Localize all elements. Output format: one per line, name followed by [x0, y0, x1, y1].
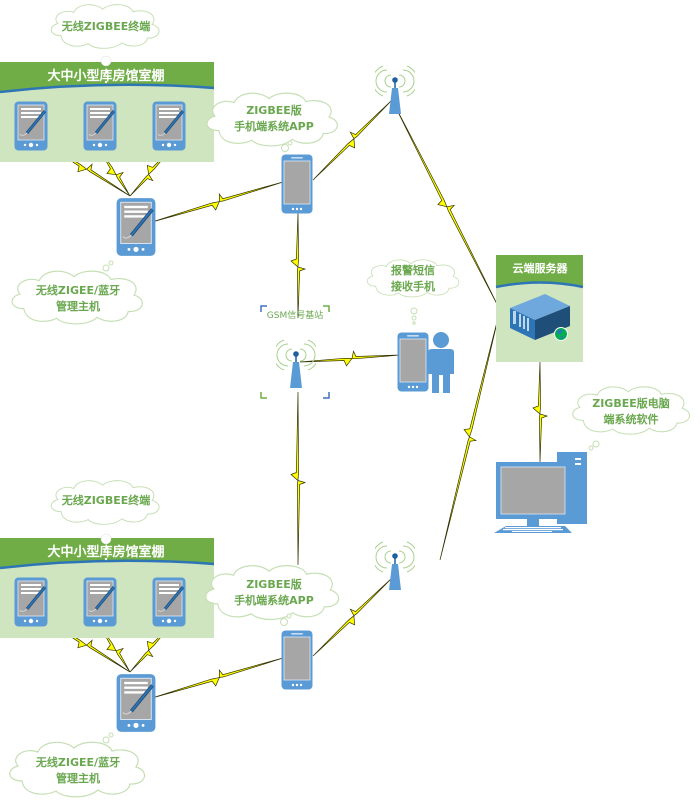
- app-cloud: ZIGBEE版 手机端系统APP: [206, 92, 338, 152]
- management-host-icon: [116, 672, 156, 734]
- terminal-cloud-label: 无线ZIGBEE终端: [61, 19, 151, 33]
- app-cloud-line2: 手机端系统APP: [234, 119, 314, 133]
- zigbee-terminal-icon: [14, 575, 48, 629]
- host-cloud: 无线ZIGEE/蓝牙 管理主机: [11, 260, 143, 325]
- server-rack-icon: [510, 294, 570, 341]
- alarm-phone-icon: [397, 331, 429, 393]
- management-host-icon: [116, 196, 156, 258]
- pc-client: ZIGBEE版电脑 端系统软件: [494, 386, 691, 533]
- group-bottom: 无线ZIGBEE终端 大中小型库房馆室棚 ZIGBEE版 手机端系统APP 无线…: [0, 480, 415, 798]
- site-banner-title: 大中小型库房馆室棚: [47, 68, 164, 84]
- terminal-cloud: 无线ZIGBEE终端: [50, 480, 160, 525]
- pc-cloud-line2: 端系统软件: [604, 412, 659, 426]
- host-cloud-line2: 管理主机: [56, 299, 100, 313]
- alarm-cloud-line2: 接收手机: [391, 279, 435, 293]
- lightning-link-10: [532, 361, 549, 463]
- alarm-receiver: 报警短信 接收手机: [366, 259, 460, 393]
- mobile-app-phone-icon: [281, 630, 313, 690]
- terminal-cloud-label: 无线ZIGBEE终端: [61, 493, 151, 507]
- antenna-tower-icon: [375, 65, 415, 115]
- gsm-station-label: GSM信号基站: [267, 309, 323, 321]
- app-cloud-line1: ZIGBEE版: [246, 103, 302, 117]
- desktop-computer-icon: [494, 452, 587, 533]
- server-title: 云端服务器: [513, 261, 569, 275]
- host-cloud-line1: 无线ZIGEE/蓝牙: [35, 755, 120, 769]
- group-top: 无线ZIGBEE终端 大中小型库房馆室棚 ZIGBEE版 手机端系统APP 无线…: [0, 4, 415, 325]
- app-cloud-line2: 手机端系统APP: [234, 593, 314, 607]
- gsm-station: GSM信号基站: [260, 305, 330, 399]
- mobile-app-phone-icon: [281, 154, 313, 214]
- lightning-link-6: [391, 99, 501, 311]
- zigbee-terminal-icon: [14, 99, 48, 153]
- lightning-link-5: [312, 99, 393, 181]
- site-panel: 大中小型库房馆室棚: [0, 55, 215, 162]
- antenna-tower-icon: [375, 541, 415, 591]
- host-cloud-line1: 无线ZIGEE/蓝牙: [35, 283, 120, 297]
- pc-cloud-line1: ZIGBEE版电脑: [592, 396, 670, 410]
- zigbee-terminal-icon: [83, 575, 117, 629]
- site-banner-title: 大中小型库房馆室棚: [47, 544, 164, 560]
- lightning-link-8: [439, 309, 501, 561]
- zigbee-terminal-icon: [152, 99, 186, 153]
- alarm-cloud-line1: 报警短信: [391, 263, 435, 277]
- cloud-server: 云端服务器: [495, 255, 584, 362]
- site-panel: 大中小型库房馆室棚: [0, 533, 215, 638]
- lightning-link-7: [299, 350, 401, 367]
- zigbee-terminal-icon: [152, 575, 186, 629]
- terminal-cloud: 无线ZIGBEE终端: [50, 4, 160, 49]
- lightning-link-9: [290, 391, 307, 566]
- app-cloud: ZIGBEE版 手机端系统APP: [205, 565, 340, 626]
- lightning-link-3: [151, 181, 284, 223]
- lightning-link-4: [290, 211, 307, 319]
- gsm-tower-icon: [276, 339, 316, 389]
- wireless-links: [39, 99, 549, 699]
- app-cloud-line1: ZIGBEE版: [246, 577, 302, 591]
- zigbee-terminal-icon: [83, 99, 117, 153]
- host-cloud-line2: 管理主机: [56, 771, 100, 785]
- lightning-link-14: [151, 657, 284, 699]
- host-cloud: 无线ZIGEE/蓝牙 管理主机: [9, 732, 146, 798]
- lightning-link-15: [312, 577, 393, 657]
- person-icon: [428, 332, 454, 393]
